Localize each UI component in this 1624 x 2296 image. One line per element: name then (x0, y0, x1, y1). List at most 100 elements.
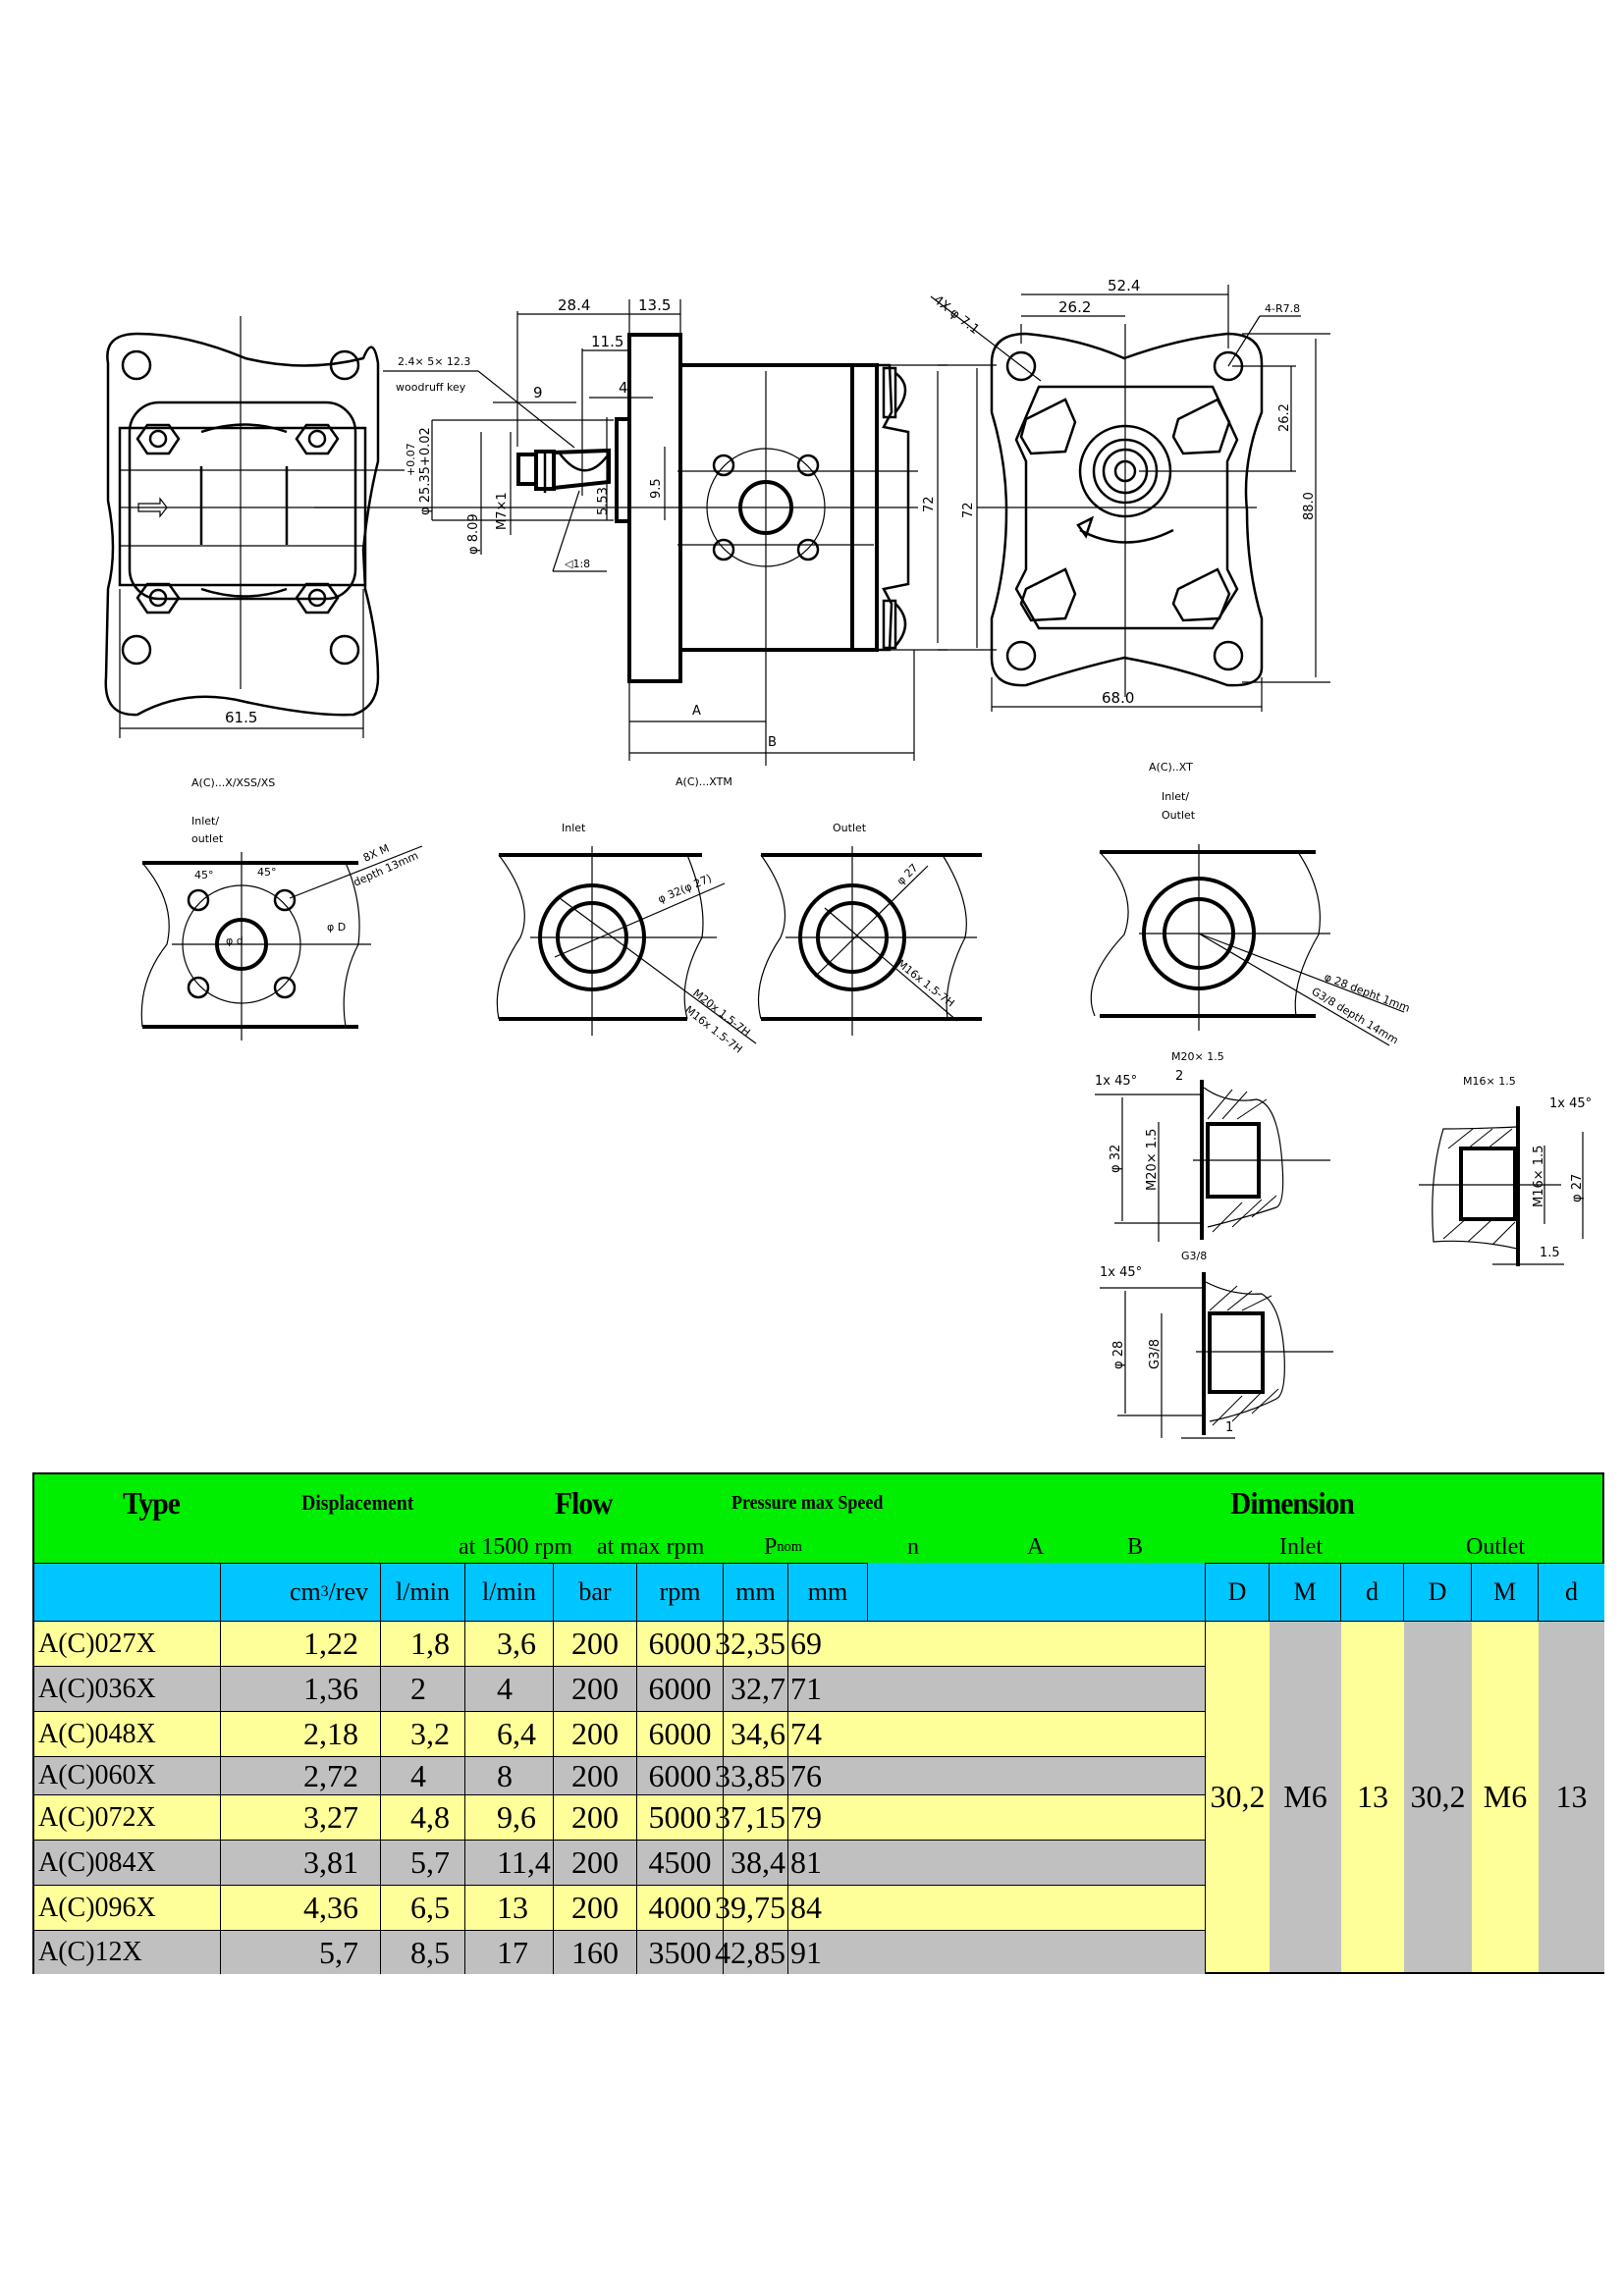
port-detail-xss: A(C)...X/XSS/XS Inlet/ outlet 45° 45° 8X… (140, 776, 423, 1041)
pnom-letter: P (764, 1533, 778, 1560)
cell-flow1500: 5,7 (381, 1841, 465, 1885)
rear-view-drawing: 52.4 26.2 4X φ 7.1 4-R7.8 26.2 88.0 72 6… (931, 277, 1330, 712)
cell-flowmax: 6,4 (465, 1712, 554, 1756)
m20-thread: M20× 1.5 (1145, 1129, 1160, 1191)
cell-flowmax: 4 (465, 1667, 554, 1711)
header-pressure-speed: Pressure max Speed (731, 1491, 884, 1514)
m16-title: M16× 1.5 (1463, 1075, 1516, 1088)
cell-flow1500: 3,2 (381, 1712, 465, 1756)
cell-pnom: 200 (554, 1712, 637, 1756)
cell-flow1500: 6,5 (381, 1886, 465, 1930)
unit-cm: cm (290, 1577, 321, 1606)
dim-9-5: 9.5 (649, 478, 664, 499)
cell-disp: 1,22 (221, 1622, 381, 1666)
dim-shaft-tolerance: +0.07 (405, 443, 417, 476)
inlet-D-value: 30,2 (1205, 1621, 1270, 1972)
outlet-M-value: M6 (1472, 1621, 1539, 1972)
dim-72-side: 72 (922, 496, 937, 512)
dim-28-4: 28.4 (558, 296, 590, 314)
m20-title: M20× 1.5 (1171, 1050, 1224, 1063)
subheader-at-1500: at 1500 rpm (459, 1533, 572, 1560)
xt-title: A(C)..XT (1149, 761, 1193, 774)
hex-nut (135, 423, 340, 614)
dim-52-4: 52.4 (1108, 277, 1140, 294)
cell-pnom: 200 (554, 1622, 637, 1666)
m16-dim-1-5: 1.5 (1540, 1246, 1560, 1260)
cell-n: 6000 (637, 1667, 724, 1711)
rotation-arrow-icon (1079, 528, 1174, 544)
cell-a: 34,6 (724, 1712, 788, 1756)
subheader-B: B (1127, 1533, 1144, 1560)
subheader-inlet: Inlet (1279, 1533, 1323, 1560)
m16-chamfer: 1x 45° (1549, 1096, 1592, 1111)
xt-label-line1: Inlet/ (1162, 790, 1189, 803)
m20-dim-2: 2 (1175, 1069, 1183, 1084)
cell-disp: 4,36 (221, 1886, 381, 1930)
dim-B: B (768, 735, 777, 750)
dim-88: 88.0 (1302, 492, 1317, 520)
technical-drawings: 61.5 28.4 13.5 11.5 4 9 (104, 277, 1592, 1439)
cell-a: 32,7 (724, 1667, 788, 1711)
cell-b: 79 (790, 1799, 822, 1835)
g38-title: G3/8 (1181, 1250, 1207, 1262)
cell-b: 74 (790, 1716, 822, 1751)
m20-dia: φ 32 (1109, 1145, 1123, 1173)
xss-label-line1: Inlet/ (191, 815, 219, 828)
xtm-outlet-thread: M16x 1.5-7H (894, 957, 956, 1009)
cell-flow1500: 4,8 (381, 1795, 465, 1840)
inlet-d-value: 13 (1341, 1621, 1404, 1972)
cell-disp: 2,72 (221, 1757, 381, 1794)
dim-thread-m7: M7×1 (495, 492, 510, 530)
units-flow-max: l/min (465, 1563, 554, 1621)
cell-pnom: 200 (554, 1886, 637, 1930)
outlet-D-value: 30,2 (1404, 1621, 1472, 1972)
dim-68: 68.0 (1102, 689, 1134, 707)
cell-pnom: 200 (554, 1667, 637, 1711)
cell-a: 38,4 (724, 1841, 788, 1885)
subheader-outlet: Outlet (1466, 1533, 1525, 1560)
units-speed: rpm (637, 1563, 724, 1621)
cell-n: 4000 (637, 1886, 724, 1930)
m20-chamfer: 1x 45° (1095, 1074, 1137, 1089)
cell-disp: 3,81 (221, 1841, 381, 1885)
cell-n: 5000 (637, 1795, 724, 1840)
header-dimension: Dimension (1230, 1484, 1355, 1521)
cell-b: 81 (790, 1844, 822, 1880)
units-type-empty (34, 1563, 221, 1621)
dim-shaft-diameter: φ 25.35+0.02 (418, 427, 433, 515)
dim-4: 4 (619, 379, 628, 397)
cell-flow1500: 1,8 (381, 1622, 465, 1666)
cell-n: 6000 (637, 1622, 724, 1666)
dim-5-53: 5.53 (596, 487, 611, 515)
cell-disp: 2,18 (221, 1712, 381, 1756)
m16-dia: φ 27 (1570, 1174, 1585, 1202)
units-flow-1500: l/min (381, 1563, 465, 1621)
units-B: mm (788, 1563, 868, 1621)
cell-disp: 1,36 (221, 1667, 381, 1711)
unit-rev: /rev (328, 1577, 368, 1606)
section-m16: M16× 1.5 1x 45° M16× 1.5 φ 27 1.5 (1419, 1075, 1592, 1266)
cell-flowmax: 9,6 (465, 1795, 554, 1840)
dim-61-5: 61.5 (225, 709, 257, 726)
cell-type: A(C)096X (34, 1886, 221, 1930)
header-type: Type (123, 1484, 181, 1521)
xt-label-line2: Outlet (1162, 809, 1196, 822)
cell-type: A(C)084X (34, 1841, 221, 1885)
units-row-dimension: D M d D M d (34, 1563, 1604, 1621)
cell-flowmax: 17 (465, 1931, 554, 1974)
dim-4x-holes: 4X φ 7.1 (931, 293, 982, 337)
g38-dia: φ 28 (1111, 1341, 1126, 1369)
units-inlet-M: M (1270, 1563, 1341, 1621)
units-inlet-d: d (1341, 1563, 1404, 1621)
cell-disp: 3,27 (221, 1795, 381, 1840)
cell-type: A(C)072X (34, 1795, 221, 1840)
cell-type: A(C)048X (34, 1712, 221, 1756)
cell-flowmax: 8 (465, 1757, 554, 1794)
woodruff-key-spec: 2.4× 5× 12.3 (398, 355, 470, 368)
